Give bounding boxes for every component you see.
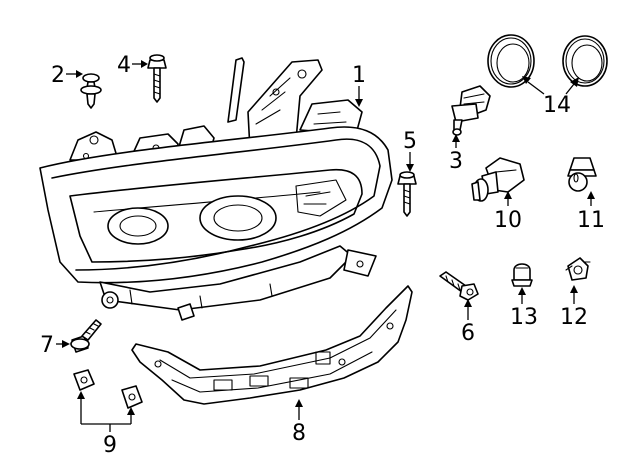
seal-rings — [487, 34, 608, 88]
headlamp-assembly — [39, 57, 393, 321]
bulb-11 — [567, 157, 597, 192]
callout-9: 9 — [103, 433, 117, 458]
bulb-12 — [565, 257, 591, 281]
bolt-right — [397, 171, 417, 217]
callout-11: 11 — [577, 208, 605, 233]
callout-5: 5 — [403, 129, 417, 154]
mounting-bracket — [131, 285, 413, 405]
leader-lines — [56, 60, 595, 432]
bolt-with-washer — [439, 271, 479, 301]
push-pin-fastener — [80, 73, 102, 109]
bolt-upper — [147, 54, 167, 103]
callout-1: 1 — [352, 63, 366, 88]
callout-8: 8 — [292, 421, 306, 446]
bulb-socket — [451, 85, 491, 136]
clip-nuts — [73, 369, 143, 409]
callout-6: 6 — [461, 321, 475, 346]
callout-12: 12 — [560, 305, 588, 330]
callout-10: 10 — [494, 208, 522, 233]
callout-2: 2 — [51, 63, 65, 88]
bulb-13 — [511, 263, 533, 287]
callout-3: 3 — [449, 149, 463, 174]
callout-13: 13 — [510, 305, 538, 330]
callout-labels: 1 2 3 4 5 6 7 8 9 10 11 12 13 14 — [40, 53, 605, 458]
callout-14: 14 — [543, 93, 571, 118]
callout-7: 7 — [40, 333, 54, 358]
bolt-left — [70, 319, 102, 353]
callout-4: 4 — [117, 53, 131, 78]
headlamp-bulb-10 — [471, 157, 525, 202]
